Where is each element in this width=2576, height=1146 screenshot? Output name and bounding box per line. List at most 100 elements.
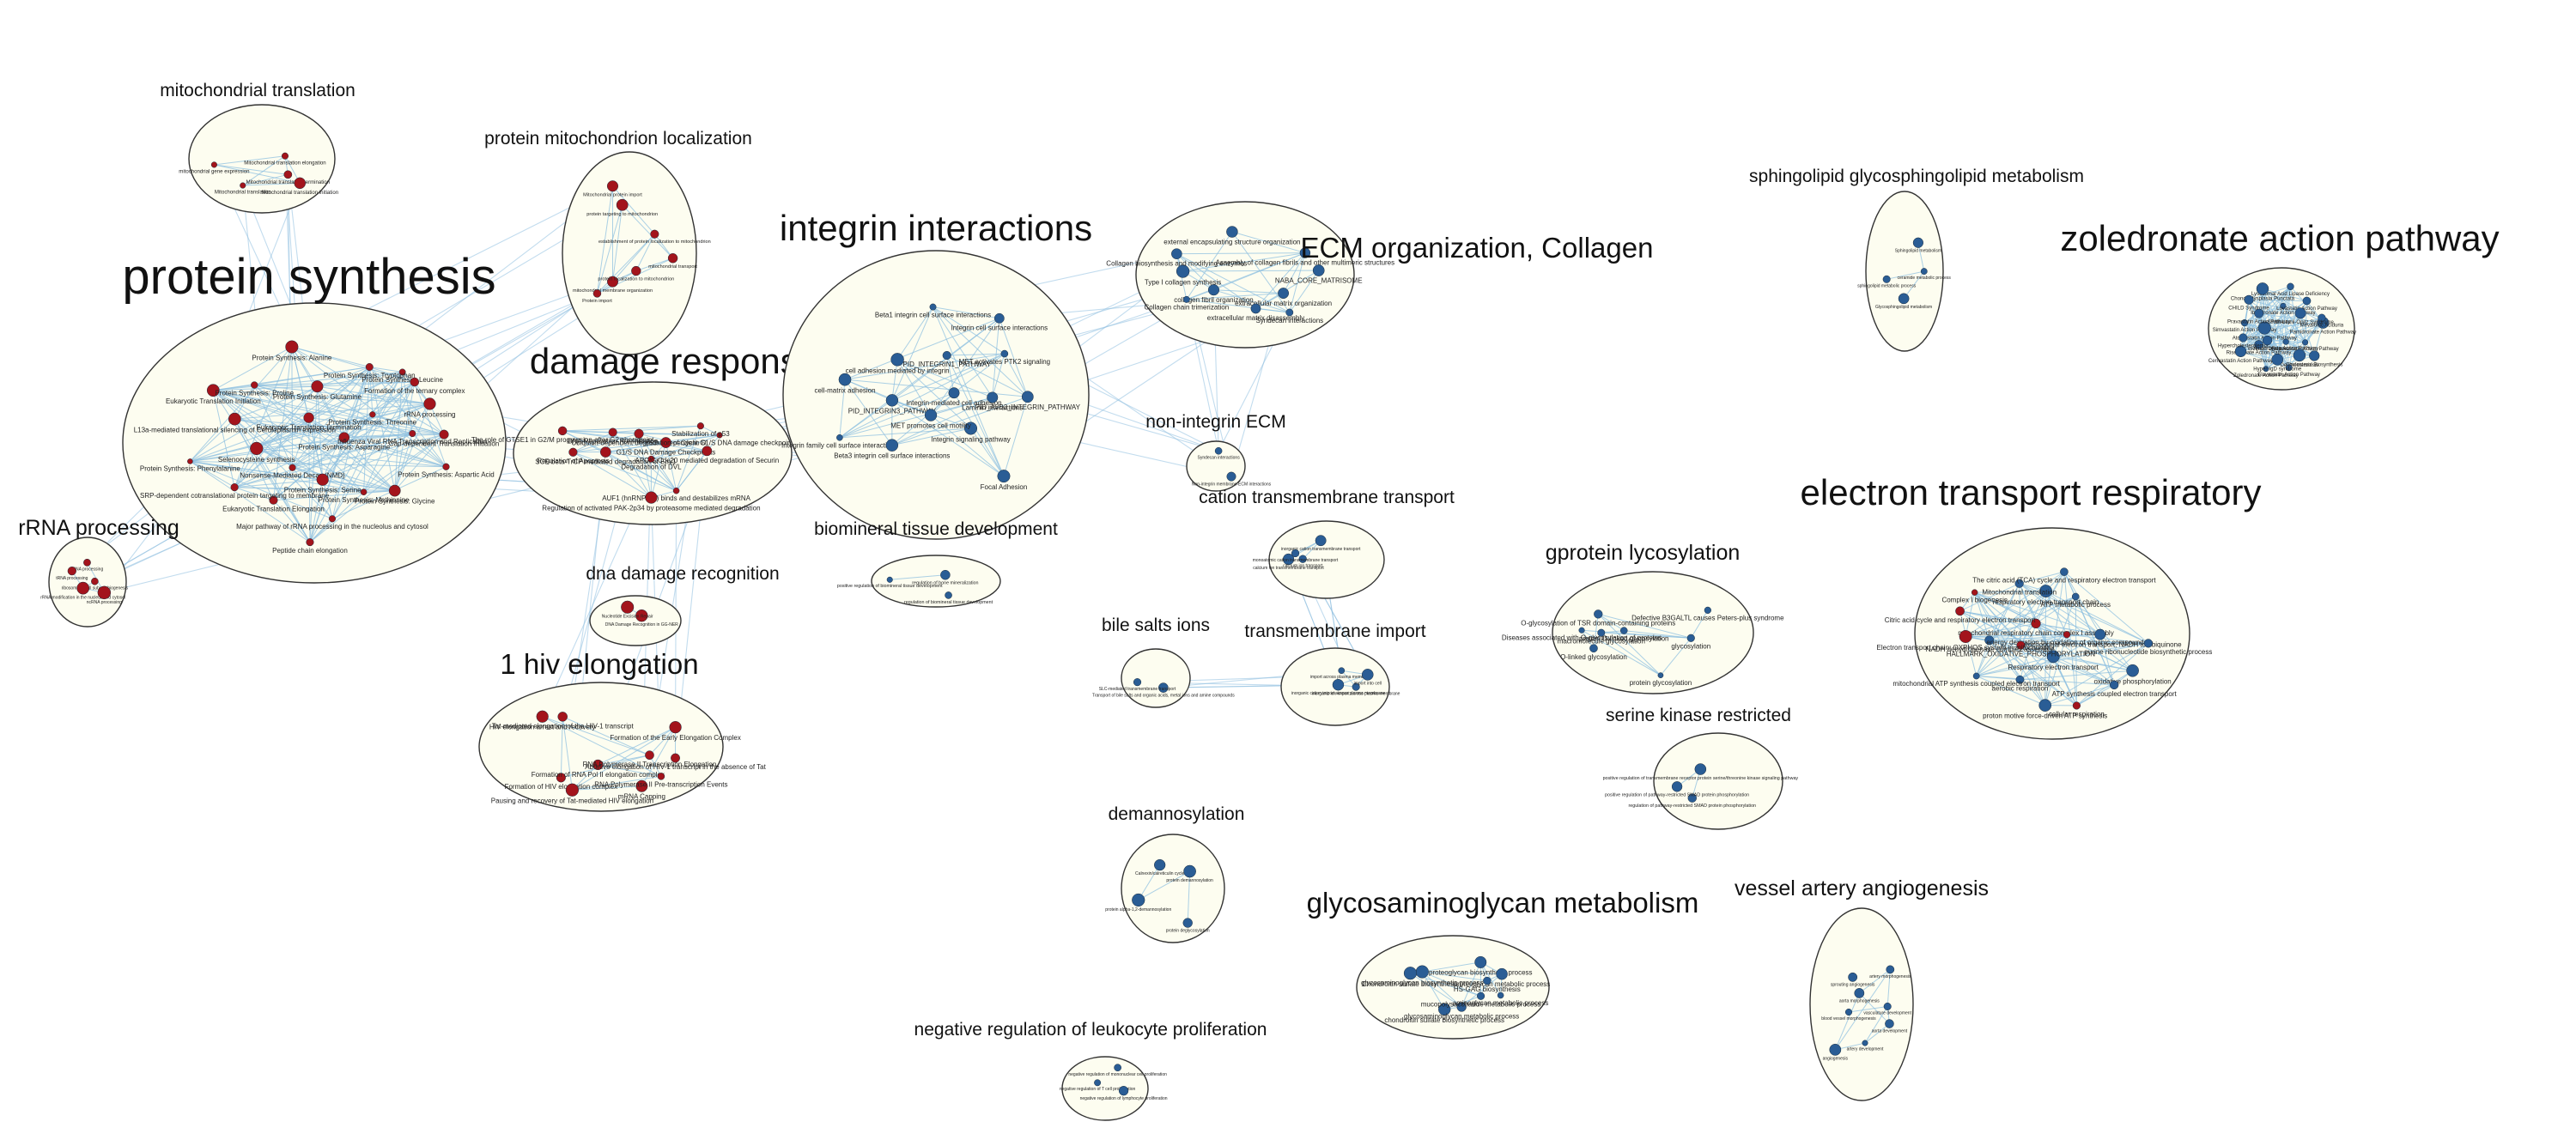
term-node[interactable]: Selenocysteine synthesis bbox=[218, 441, 295, 464]
term-node[interactable]: Formation of the Early Elongation Comple… bbox=[610, 721, 741, 742]
term-node[interactable]: mitochondrial electron transport, NADH t… bbox=[2019, 628, 2182, 648]
term-node[interactable]: Nonsense-Mediated Decay (NMD) bbox=[240, 464, 345, 480]
term-node[interactable]: Abortive elongation of HIV-1 transcript … bbox=[585, 753, 767, 771]
term-node[interactable]: Cholesterol Biosynthesis bbox=[2286, 350, 2342, 368]
term-node[interactable]: Transport of bile salts and organic acid… bbox=[1092, 682, 1235, 699]
term-node[interactable]: aorta development bbox=[1872, 1019, 1908, 1034]
term-node[interactable]: Peptide chain elongation bbox=[272, 538, 348, 555]
term-node[interactable]: Cerivastatin Action Pathway bbox=[2208, 345, 2274, 364]
term-node[interactable]: Diseases associated with O-glycosylation… bbox=[1502, 627, 1662, 642]
term-node[interactable]: blood vessel morphogenesis bbox=[1821, 1008, 1876, 1022]
term-node[interactable]: PID_INTEGRIN1_PATHWAY bbox=[903, 350, 992, 368]
term-node[interactable]: Stabilization of p53 bbox=[671, 422, 730, 438]
term-node[interactable]: rRNA modification in the nucleus and cyt… bbox=[40, 581, 125, 600]
term-node[interactable]: Desmosterolosis bbox=[2280, 349, 2318, 368]
term-node[interactable]: collagen fibril organization bbox=[1174, 284, 1254, 304]
term-node[interactable]: Hypercholesterolemia bbox=[2218, 333, 2269, 349]
term-node[interactable]: DNA Damage Recognition in GG-NER bbox=[605, 609, 678, 628]
term-node[interactable]: Protein Synthesis: Glutamine bbox=[273, 380, 362, 401]
term-node[interactable]: inorganic cation transmembrane transport bbox=[1281, 535, 1361, 552]
term-node[interactable]: Formation of HIV elongation complex bbox=[505, 773, 618, 791]
term-node[interactable]: Protein Synthesis: Phenylalanine bbox=[140, 458, 241, 473]
term-node[interactable]: Mitochondrial translation bbox=[215, 182, 271, 196]
term-node[interactable]: SRP-dependent cotranslational protein ta… bbox=[140, 483, 330, 500]
term-node[interactable]: The citric acid (TCA) cycle and respirat… bbox=[1972, 567, 2156, 585]
term-node[interactable]: Degradation of DVL bbox=[621, 455, 682, 471]
term-node[interactable]: import into cell bbox=[1354, 669, 1382, 686]
term-node[interactable]: angiogenesis bbox=[1823, 1043, 1849, 1061]
term-node[interactable]: Syndecan interactions bbox=[1255, 308, 1323, 324]
term-node[interactable]: mitochondrial respiratory chain complex … bbox=[1958, 618, 2114, 637]
term-node[interactable]: external encapsulating structure organiz… bbox=[1163, 226, 1301, 246]
term-node[interactable]: mitochondrial gene expression bbox=[179, 161, 250, 175]
term-node[interactable]: APC/C:Cdc20 mediated degradation of Secu… bbox=[635, 446, 779, 464]
term-node[interactable]: oxidative phosphorylation bbox=[2093, 664, 2172, 685]
term-node[interactable]: Formation of RNA Pol II elongation compl… bbox=[532, 759, 665, 779]
term-node[interactable]: Laminin interactions bbox=[962, 391, 1023, 412]
term-node[interactable]: Calnexin/calreticulin cycle bbox=[1135, 858, 1185, 876]
term-node[interactable]: extracellular matrix disassembly bbox=[1207, 303, 1304, 322]
term-node[interactable]: Integrin family cell surface interaction… bbox=[781, 434, 898, 449]
term-node[interactable]: AUF1 (hnRNP D0) binds and destabilizes m… bbox=[602, 487, 751, 502]
term-node[interactable]: Protein import bbox=[582, 289, 612, 304]
term-node[interactable]: MET activates PTK2 signaling bbox=[959, 349, 1051, 366]
term-node[interactable]: Mevalonic Aciduria bbox=[2300, 313, 2344, 329]
term-node[interactable]: Sphingolipid metabolism bbox=[1895, 237, 1941, 254]
term-node[interactable]: Mitochondrial translation termination bbox=[246, 170, 330, 185]
term-node[interactable]: Protein Synthesis: Alanine bbox=[252, 340, 332, 362]
term-node[interactable]: Zoledronate Action Pathway bbox=[2233, 366, 2300, 379]
term-node[interactable]: artery development bbox=[1847, 1040, 1884, 1052]
term-node[interactable]: Regulation of Apoptosis bbox=[537, 447, 609, 465]
term-node[interactable]: Collagen chain trimerization bbox=[1144, 295, 1229, 312]
term-node[interactable]: Mitochondrial translation initiation bbox=[261, 177, 338, 196]
term-node[interactable]: Protein Synthesis: Aspartic Acid bbox=[398, 463, 495, 479]
term-node[interactable]: NABA_CORE_MATRISOME bbox=[1275, 264, 1363, 285]
term-node[interactable]: Hyper-IgD syndrome bbox=[2253, 353, 2302, 373]
term-node[interactable]: ribosomal small subunit biogenesis bbox=[62, 577, 129, 591]
term-node[interactable]: DNA Replication Pre-Initiation bbox=[568, 427, 658, 446]
term-node[interactable]: glycosylation bbox=[1671, 634, 1710, 651]
term-node[interactable]: O-glycosylation of TSR domain-containing… bbox=[1521, 609, 1675, 627]
term-node[interactable]: cell-matrix adhesion bbox=[814, 373, 876, 394]
term-node[interactable]: macromolecule glycosylation bbox=[1558, 628, 1645, 645]
term-node[interactable]: monoatomic cation transmembrane transpor… bbox=[1253, 549, 1339, 563]
term-node[interactable]: p53-Independent G1/S DNA damage checkpoi… bbox=[646, 432, 793, 447]
term-node[interactable]: Risedronate Action Pathway bbox=[2227, 340, 2293, 356]
term-node[interactable]: Smith-Lemli-Opitz Syndrome bbox=[2267, 307, 2334, 326]
term-node[interactable]: Citric acid cycle and respiratory electr… bbox=[1885, 606, 2036, 624]
term-node[interactable]: HS-GAG biosynthesis bbox=[1454, 976, 1521, 993]
term-node[interactable]: Protein Synthesis: Threonine bbox=[329, 411, 417, 426]
term-node[interactable]: mRNA Capping bbox=[618, 779, 665, 801]
term-node[interactable]: mitochondrial ATP synthesis coupled elec… bbox=[1893, 672, 2061, 688]
term-node[interactable]: Mitochondrial translation elongation bbox=[244, 152, 326, 167]
term-node[interactable]: Formation of the ternary complex bbox=[364, 377, 465, 395]
term-node[interactable]: L13a-mediated translational silencing of… bbox=[134, 412, 336, 434]
term-node[interactable]: RNA Polymerase II Transcription Elongati… bbox=[583, 750, 717, 768]
term-node[interactable]: ATP metabolic process bbox=[2040, 592, 2111, 609]
term-node[interactable]: negative regulation of mononuclear cell … bbox=[1068, 1064, 1167, 1077]
term-node[interactable]: Integrin signaling pathway bbox=[931, 421, 1011, 444]
term-node[interactable]: energy derivation by oxidation of organi… bbox=[1986, 631, 2148, 646]
term-node[interactable]: chondroitin sulfate biosynthetic process bbox=[1384, 1003, 1504, 1024]
term-node[interactable]: Non-integrin membrane-ECM interactions bbox=[1192, 471, 1272, 487]
term-node[interactable]: Eukaryotic Translation Elongation bbox=[222, 495, 325, 513]
term-node[interactable]: Protein Synthesis: Methionine bbox=[319, 488, 410, 504]
term-node[interactable]: G1/S DNA Damage Checkpoints bbox=[617, 437, 716, 457]
term-node[interactable]: protein deglycosylation bbox=[1166, 918, 1210, 934]
term-node[interactable]: proteoglycan metabolic process bbox=[1454, 967, 1551, 988]
term-node[interactable]: Beta1 integrin cell surface interactions bbox=[875, 303, 991, 318]
term-node[interactable]: Beta3 integrin cell surface interactions bbox=[834, 439, 950, 460]
term-node[interactable]: sphingolipid metabolic process bbox=[1857, 275, 1917, 289]
term-node[interactable]: mucopolysaccharide metabolic process bbox=[1421, 991, 1541, 1009]
term-node[interactable]: establishment of protein localization to… bbox=[598, 229, 711, 245]
term-node[interactable]: Ibandronate Action Pathway bbox=[2251, 302, 2317, 316]
term-node[interactable]: Nucleotide Excision Repair bbox=[602, 600, 653, 620]
term-node[interactable]: Major pathway of rRNA processing in the … bbox=[236, 515, 428, 531]
term-node[interactable]: SLC-mediated transmembrane transport bbox=[1099, 678, 1176, 692]
term-node[interactable]: calcium ion transmembrane transport bbox=[1253, 553, 1324, 571]
term-node[interactable]: Focal Adhesion bbox=[981, 470, 1028, 491]
term-node[interactable]: import across plasma membrane bbox=[1310, 667, 1373, 680]
term-node[interactable]: Mitochondrial protein import bbox=[583, 180, 642, 198]
term-node[interactable]: Collagen biosynthesis and modifying enzy… bbox=[1106, 248, 1247, 268]
term-node[interactable]: Cap-dependent Translation Initiation bbox=[389, 429, 500, 448]
